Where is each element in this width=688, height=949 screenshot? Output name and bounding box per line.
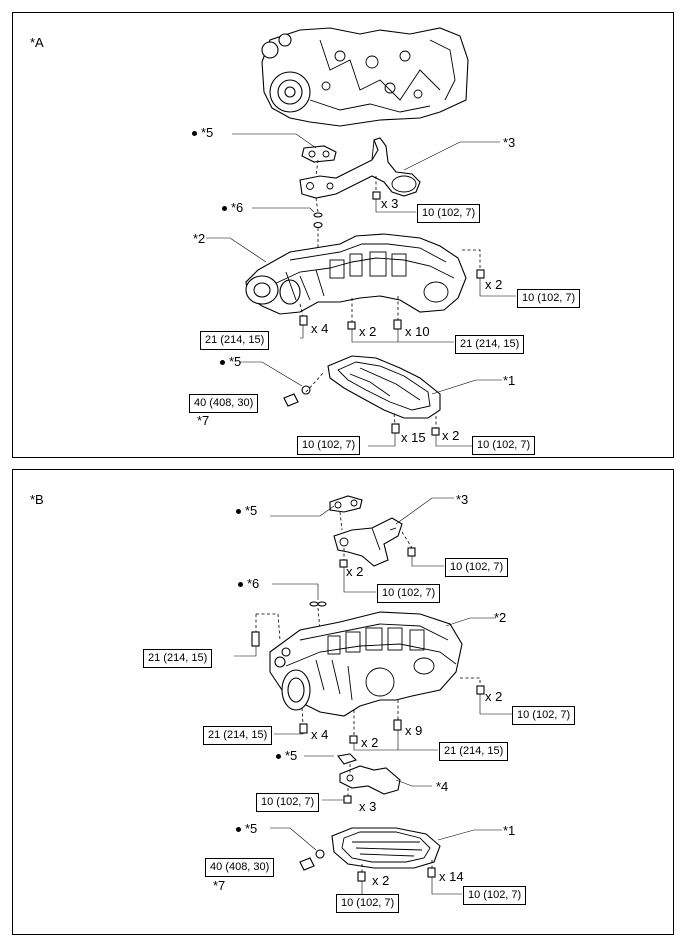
torque-b-baffle: 10 (102, 7) [256, 793, 320, 812]
baffle-plate-b [339, 765, 401, 795]
qty-a-strainer: x 3 [381, 196, 399, 211]
torque-a-plug: 40 (408, 30) [189, 394, 259, 413]
callout-7-a: *7 [197, 413, 210, 428]
bullet-icon [276, 754, 281, 760]
callout-4-b: *4 [436, 779, 449, 794]
callout-2-b: *2 [494, 610, 507, 625]
torque-b-strainer: 10 (102, 7) [377, 584, 441, 603]
bolt-b-strainer-right [407, 547, 416, 557]
qty-b-baffle: x 3 [359, 799, 377, 814]
oil-pan-no1-a [245, 233, 467, 315]
qty-b-strainer: x 2 [346, 564, 364, 579]
bullet-icon [220, 360, 225, 366]
torque-b-pan-14: 10 (102, 7) [463, 886, 527, 905]
callout-6-a: *6 [222, 201, 243, 214]
qty-a-mid-2: x 2 [359, 324, 377, 339]
bolt-b-strainer [339, 559, 348, 568]
qty-b-right: x 2 [485, 689, 503, 704]
qty-a-pan-15: x 15 [401, 430, 426, 445]
bullet-icon [238, 582, 243, 588]
torque-a-strainer: 10 (102, 7) [417, 204, 481, 223]
bullet-icon [222, 206, 227, 212]
qty-a-right: x 2 [485, 277, 503, 292]
callout-5-a-low: *5 [220, 355, 241, 368]
callout-3-a: *3 [503, 135, 516, 150]
panel-b [12, 469, 674, 935]
torque-b-plug: 40 (408, 30) [205, 858, 275, 877]
qty-a-mid-10: x 10 [405, 324, 430, 339]
bolt-a-strainer [372, 191, 381, 200]
o-ring-a [313, 212, 323, 229]
qty-b-mid-2: x 2 [361, 735, 379, 750]
torque-a-left: 21 (214, 15) [200, 331, 270, 350]
qty-a-pan-2: x 2 [442, 428, 460, 443]
oil-strainer-gasket-b [329, 495, 363, 513]
qty-b-left: x 4 [311, 727, 329, 742]
torque-b-right: 10 (102, 7) [512, 706, 576, 725]
bolt-b-baffle [343, 795, 352, 804]
torque-b-pan-2: 10 (102, 7) [336, 894, 400, 913]
callout-2-a: *2 [193, 231, 206, 246]
callout-1-a: *1 [503, 373, 516, 388]
qty-a-left: x 4 [311, 321, 329, 336]
oil-strainer-gasket-a [301, 145, 337, 163]
bolt-b-left-top [251, 631, 260, 647]
oil-strainer-b [333, 517, 403, 567]
callout-5-b-low: *5 [236, 822, 257, 835]
callout-5-b-mid: *5 [276, 749, 297, 762]
callout-1-b: *1 [503, 823, 516, 838]
bolt-a-pan2 [391, 423, 400, 434]
callout-6-b: *6 [238, 577, 259, 590]
torque-b-left-top: 21 (214, 15) [143, 649, 213, 668]
drain-plug-b [299, 857, 315, 871]
bullet-icon [236, 827, 241, 833]
callout-5-b-top: *5 [236, 504, 257, 517]
qty-b-pan-14: x 14 [439, 869, 464, 884]
torque-a-mid: 21 (214, 15) [455, 335, 525, 354]
panel-a-label: *A [30, 35, 44, 50]
baffle-gasket-b [337, 753, 358, 765]
qty-b-mid-9: x 9 [405, 723, 423, 738]
bullet-icon [236, 509, 241, 515]
bolt-b-pan2 [357, 871, 366, 882]
torque-a-right: 10 (102, 7) [517, 289, 581, 308]
oil-pan-no2-a [327, 355, 441, 419]
qty-b-pan-2: x 2 [372, 873, 390, 888]
drain-plug-gasket-a [301, 385, 311, 395]
oil-pan-no1-b [269, 611, 463, 717]
torque-b-mid: 21 (214, 15) [439, 742, 509, 761]
torque-a-pan-15: 10 (102, 7) [297, 436, 361, 455]
torque-a-pan-2: 10 (102, 7) [472, 436, 536, 455]
drain-plug-a [283, 393, 299, 407]
callout-7-b: *7 [213, 878, 226, 893]
oil-strainer-a [299, 137, 421, 199]
panel-b-label: *B [30, 492, 44, 507]
torque-b-left: 21 (214, 15) [203, 726, 273, 745]
oil-pan-no2-b [331, 827, 441, 869]
drain-plug-gasket-b [315, 849, 325, 859]
bullet-icon [192, 131, 197, 137]
engine-block-illustration [261, 27, 469, 127]
torque-b-strainer-right: 10 (102, 7) [445, 558, 509, 577]
callout-5-a-top: *5 [192, 126, 213, 139]
callout-3-b: *3 [456, 492, 469, 507]
bolt-b-pan14 [427, 867, 436, 878]
o-ring-b-2 [317, 601, 327, 607]
